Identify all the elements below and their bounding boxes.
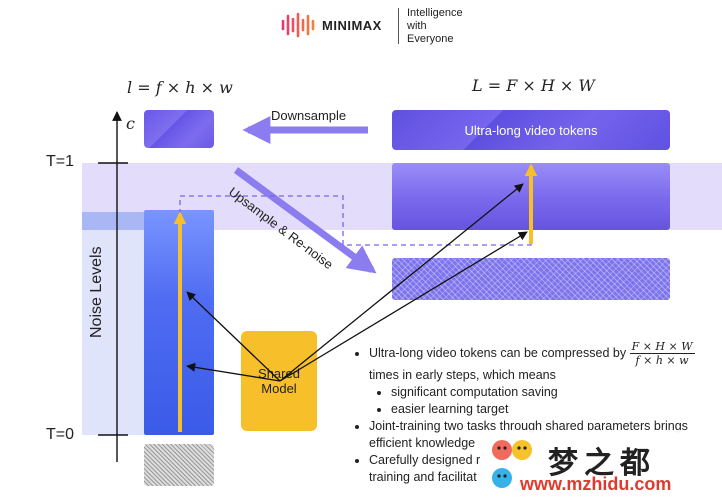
tagline-line-3: Everyone — [407, 33, 454, 45]
t0-label: T=0 — [46, 426, 75, 443]
fraction-denominator: f × h × w — [635, 354, 689, 367]
watermark-mascot-icon — [488, 436, 538, 494]
sub-bullet-computation: significant computation saving — [391, 384, 715, 401]
minimax-logo-icon — [280, 12, 318, 38]
channel-label: c — [126, 114, 135, 133]
bullet-carefully-line-2: training and facilitat — [369, 470, 477, 484]
small-token-formula: l = f × h × w — [127, 78, 233, 97]
logo-divider — [398, 8, 399, 44]
noise-level-strip — [82, 230, 144, 435]
arrow-to-right-upper — [279, 183, 524, 382]
ultra-long-token-label: Ultra-long video tokens — [464, 122, 598, 138]
bullet-compression-suffix: times in early steps, which means — [369, 368, 556, 382]
arrow-to-right-lower — [279, 231, 528, 382]
fraction-numerator: F × H × W — [629, 340, 695, 354]
switch-point-band — [82, 212, 144, 230]
noise-input-block — [144, 444, 214, 486]
watermark-url: www.mzhidu.com — [520, 474, 672, 494]
renoised-token-block — [392, 258, 670, 300]
brand-name: MINIMAX — [322, 18, 382, 33]
sub-bullet-learning: easier learning target — [391, 401, 715, 418]
tagline-line-1: Intelligence — [407, 7, 463, 19]
upsample-arrow — [233, 167, 377, 274]
bullet-compression-prefix: Ultra-long video tokens can be compresse… — [369, 345, 627, 360]
compressed-token-block — [144, 110, 214, 148]
downsample-label: Downsample — [271, 108, 347, 123]
arrow-to-left-upper — [186, 291, 281, 382]
tagline-line-2: with — [407, 20, 427, 32]
large-token-formula: L = F × H × W — [472, 76, 595, 95]
bullet-joint-training: Joint-training two tasks through shared … — [369, 418, 715, 452]
bullet-carefully-designed: Carefully designed r training and facili… — [369, 452, 715, 486]
bullet-list: Ultra-long video tokens can be compresse… — [355, 340, 715, 486]
compression-fraction: F × H × W f × h × w — [629, 340, 695, 367]
bullet-compression: Ultra-long video tokens can be compresse… — [369, 340, 715, 418]
shared-model-label-2: Model — [261, 381, 297, 396]
watermark-text: 梦之都 — [548, 447, 656, 480]
t1-label: T=1 — [46, 153, 75, 170]
tagline: Intelligence with Everyone — [407, 7, 463, 46]
bullet-carefully-line-1: Carefully designed r — [369, 453, 481, 467]
arrow-to-left-lower — [186, 362, 281, 382]
ultra-long-token-block: Ultra-long video tokens — [392, 110, 670, 150]
